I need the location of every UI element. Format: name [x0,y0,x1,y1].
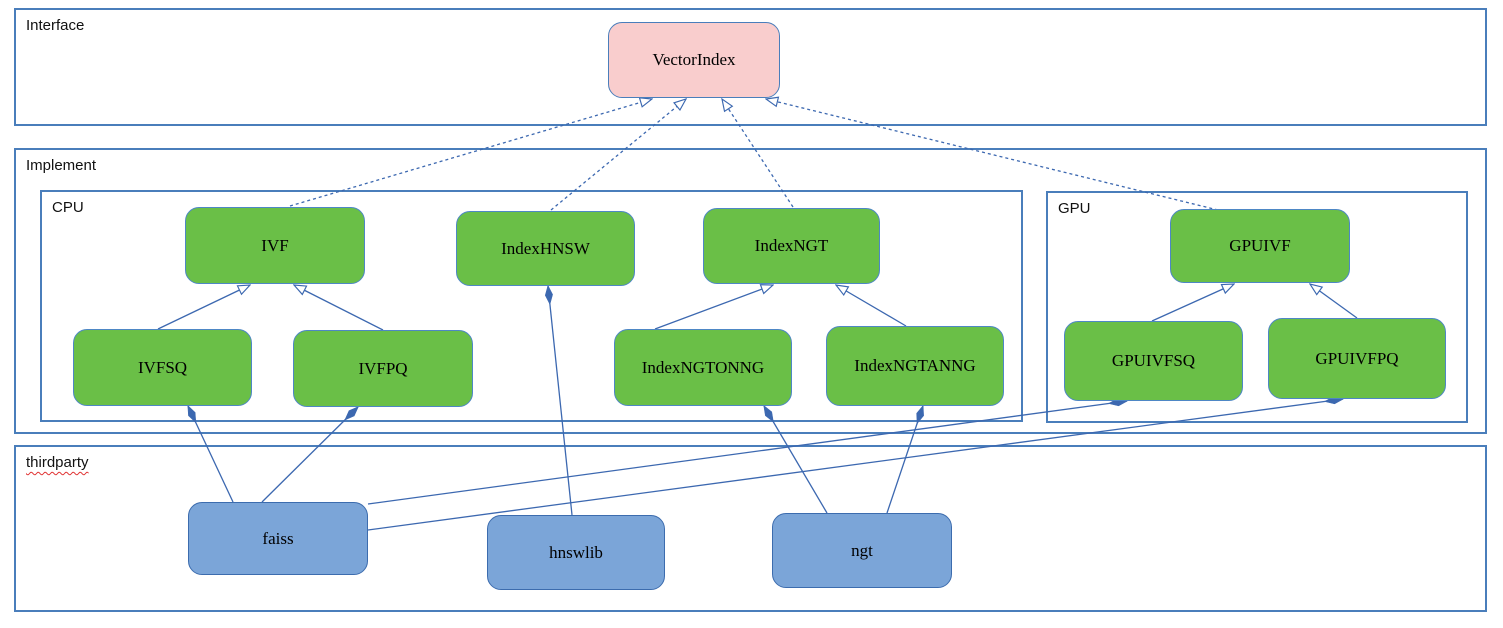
node-faiss: faiss [188,502,368,575]
implement-container-label: Implement [26,157,97,174]
thirdparty-container-label: thirdparty [26,454,89,471]
node-gpuivfpq: GPUIVFPQ [1268,318,1446,399]
node-ivfpq: IVFPQ [293,330,473,407]
node-ivfsq: IVFSQ [73,329,252,406]
interface-container-label: Interface [26,17,85,34]
cpu-container-label: CPU [52,199,84,216]
node-indexngtanng: IndexNGTANNG [826,326,1004,406]
node-indexngtonng: IndexNGTONNG [614,329,792,406]
node-gpuivfsq: GPUIVFSQ [1064,321,1243,401]
gpu-container-label: GPU [1058,200,1091,217]
node-indexngt: IndexNGT [703,208,880,284]
node-ivf: IVF [185,207,365,284]
node-indexhnsw: IndexHNSW [456,211,635,286]
node-ngt: ngt [772,513,952,588]
node-hnswlib: hnswlib [487,515,665,590]
node-vectorindex: VectorIndex [608,22,780,98]
node-gpuivf: GPUIVF [1170,209,1350,283]
